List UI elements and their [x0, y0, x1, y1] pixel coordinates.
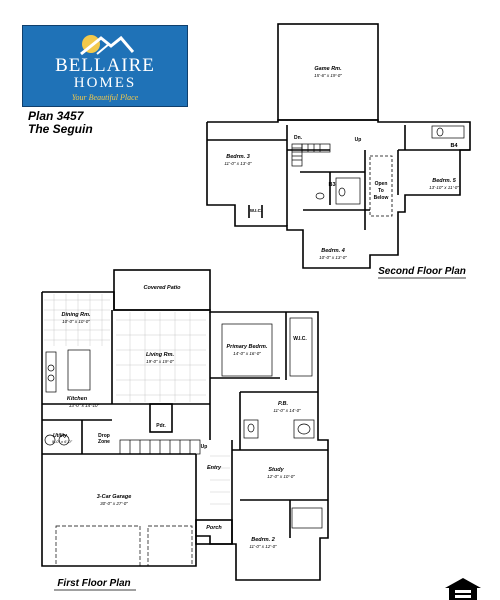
stair-down-label: Dn.: [294, 135, 303, 141]
primary-bed-outline: [221, 323, 273, 377]
powder-room-label: Pdr.: [156, 423, 166, 429]
bedroom4-dims: 10'-0" x 13'-0": [319, 255, 347, 260]
bedroom5-label: Bedrm. 5: [432, 178, 456, 184]
kitchen-dims: 13'-0" x 14'-10": [69, 403, 100, 408]
living-room-dims: 19'-0" x 19'-0": [146, 359, 174, 364]
primary-bedroom-label: Primary Bedrm.: [227, 344, 268, 350]
logo-tagline: Your Beautiful Place: [71, 93, 139, 102]
bedroom2-label: Bedrm. 2: [251, 537, 275, 543]
dining-room-label: Dining Rm.: [61, 312, 90, 318]
dining-room-dims: 10'-0" x 10'-0": [62, 319, 90, 324]
stair-up-1st-label: Up: [201, 444, 208, 450]
wic-1st-label: W.I.C.: [293, 336, 307, 342]
game-room-walls: [277, 23, 379, 121]
plan-title-block: Plan 3457 The Seguin: [28, 110, 93, 136]
living-room-label: Living Rm.: [146, 352, 175, 358]
stair-up-label: Up: [355, 137, 362, 143]
primary-bath-dims: 11'-0" x 14'-0": [273, 408, 301, 413]
garage-label: 3-Car Garage: [97, 494, 132, 500]
plan-name: The Seguin: [28, 122, 93, 136]
second-floor-fixtures: [315, 125, 465, 205]
equal-housing-icon: [445, 578, 481, 600]
first-floor-fixtures: [44, 317, 323, 567]
game-room-dims: 15'-6" x 19'-0": [314, 73, 342, 78]
house-roof-sun-icon: [80, 35, 135, 56]
logo-sub-text: HOMES: [73, 75, 137, 91]
kitchen-island: [67, 349, 91, 391]
game-room-label: Game Rm.: [314, 66, 342, 72]
bedroom5-dims: 13'-10" x 11'-0": [429, 185, 459, 190]
bellaire-homes-logo: BELLAIRE HOMES Your Beautiful Place: [22, 25, 188, 107]
study-dims: 12'-0" x 10'-0": [267, 474, 295, 479]
first-floor-title: First Floor Plan: [57, 578, 130, 589]
porch-label: Porch: [206, 525, 222, 531]
second-floor-walls: [206, 23, 471, 269]
tile-floor-pattern: [44, 294, 230, 505]
primary-bath-label: P.B.: [278, 401, 288, 407]
second-floor-stairs: [291, 143, 331, 167]
drop-zone-line2: Zone: [98, 439, 110, 445]
plan-number: Plan 3457: [28, 109, 84, 123]
kitchen-label: Kitchen: [67, 396, 88, 402]
open-to-below-line2: To: [378, 188, 384, 194]
bath3-label: B3: [328, 182, 335, 188]
utility-dims: 9'-0" x 6'-0": [52, 439, 73, 444]
open-to-below-line3: Below: [374, 195, 389, 201]
logo-brand-text: BELLAIRE: [55, 55, 155, 76]
primary-bedroom-dims: 14'-0" x 16'-0": [233, 351, 261, 356]
bedroom2-dims: 11'-0" x 12'-0": [249, 544, 277, 549]
bedroom4-label: Bedrm. 4: [321, 248, 345, 254]
bath4-label: B4: [450, 143, 458, 149]
study-label: Study: [268, 467, 284, 473]
bedroom3-label: Bedrm. 3: [226, 154, 250, 160]
wic-2nd-label: W.I.C.: [250, 208, 262, 213]
garage-dims: 30'-0" x 27'-0": [100, 501, 128, 506]
covered-patio-label: Covered Patio: [144, 285, 182, 291]
open-to-below-line1: Open: [375, 181, 388, 187]
second-floor-title: Second Floor Plan: [378, 266, 466, 277]
bedroom3-dims: 11'-0" x 13'-0": [224, 161, 252, 166]
open-to-below-area: [369, 155, 393, 217]
entry-label: Entry: [207, 465, 222, 471]
drop-zone-line1: Drop: [98, 433, 110, 439]
utility-label: Utility: [53, 433, 67, 439]
